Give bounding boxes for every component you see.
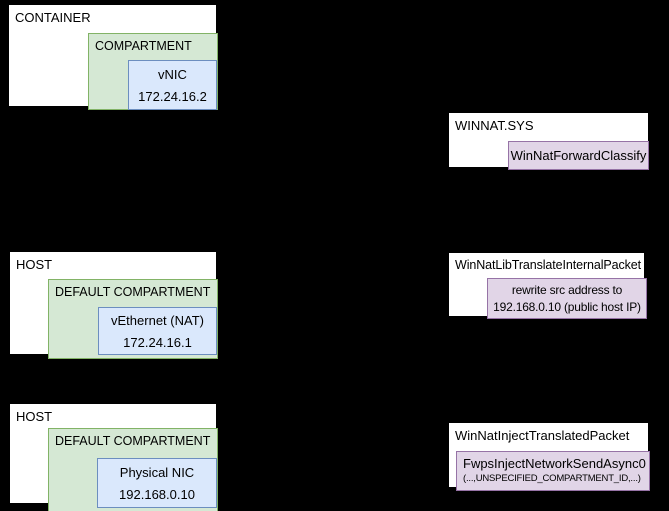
winnat-forward-classify-box: WinNatForwardClassify bbox=[508, 141, 649, 170]
container-title: CONTAINER bbox=[15, 10, 91, 25]
vnic-name: vNIC bbox=[158, 66, 187, 82]
vethernet-nat-box: vEthernet (NAT) 172.24.16.1 bbox=[98, 307, 217, 355]
compartment-title: COMPARTMENT bbox=[95, 39, 192, 53]
vnic-ip: 172.24.16.2 bbox=[138, 88, 207, 104]
vnic-box: vNIC 172.24.16.2 bbox=[128, 60, 217, 110]
winnat-sys-title: WINNAT.SYS bbox=[455, 118, 534, 133]
fwps-inject-box: FwpsInjectNetworkSendAsync0 (...,UNSPECI… bbox=[456, 451, 650, 491]
rewrite-action-line2: 192.168.0.10 (public host IP) bbox=[493, 300, 641, 314]
host-physical-title: HOST bbox=[16, 409, 53, 424]
winnat-forward-classify-label: WinNatForwardClassify bbox=[510, 148, 647, 163]
physical-nic-box: Physical NIC 192.168.0.10 bbox=[97, 458, 217, 508]
physical-nic-ip: 192.168.0.10 bbox=[119, 486, 195, 502]
rewrite-action-box: rewrite src address to 192.168.0.10 (pub… bbox=[487, 278, 647, 319]
host-nat-title: HOST bbox=[16, 257, 53, 272]
vethernet-nat-name: vEthernet (NAT) bbox=[111, 312, 204, 328]
fwps-inject-args: (...,UNSPECIFIED_COMPARTMENT_ID,...) bbox=[463, 473, 641, 484]
rewrite-action-line1: rewrite src address to bbox=[511, 283, 623, 297]
fwps-inject-function: FwpsInjectNetworkSendAsync0 bbox=[463, 456, 646, 471]
translate-internal-packet-title: WinNatLibTranslateInternalPacket bbox=[455, 258, 642, 272]
inject-translated-packet-title: WinNatInjectTranslatedPacket bbox=[455, 428, 630, 443]
default-compartment-nat-title: DEFAULT COMPARTMENT bbox=[55, 285, 211, 299]
vethernet-nat-ip: 172.24.16.1 bbox=[123, 334, 192, 350]
physical-nic-name: Physical NIC bbox=[119, 464, 195, 480]
default-compartment-physical-title: DEFAULT COMPARTMENT bbox=[55, 434, 211, 448]
